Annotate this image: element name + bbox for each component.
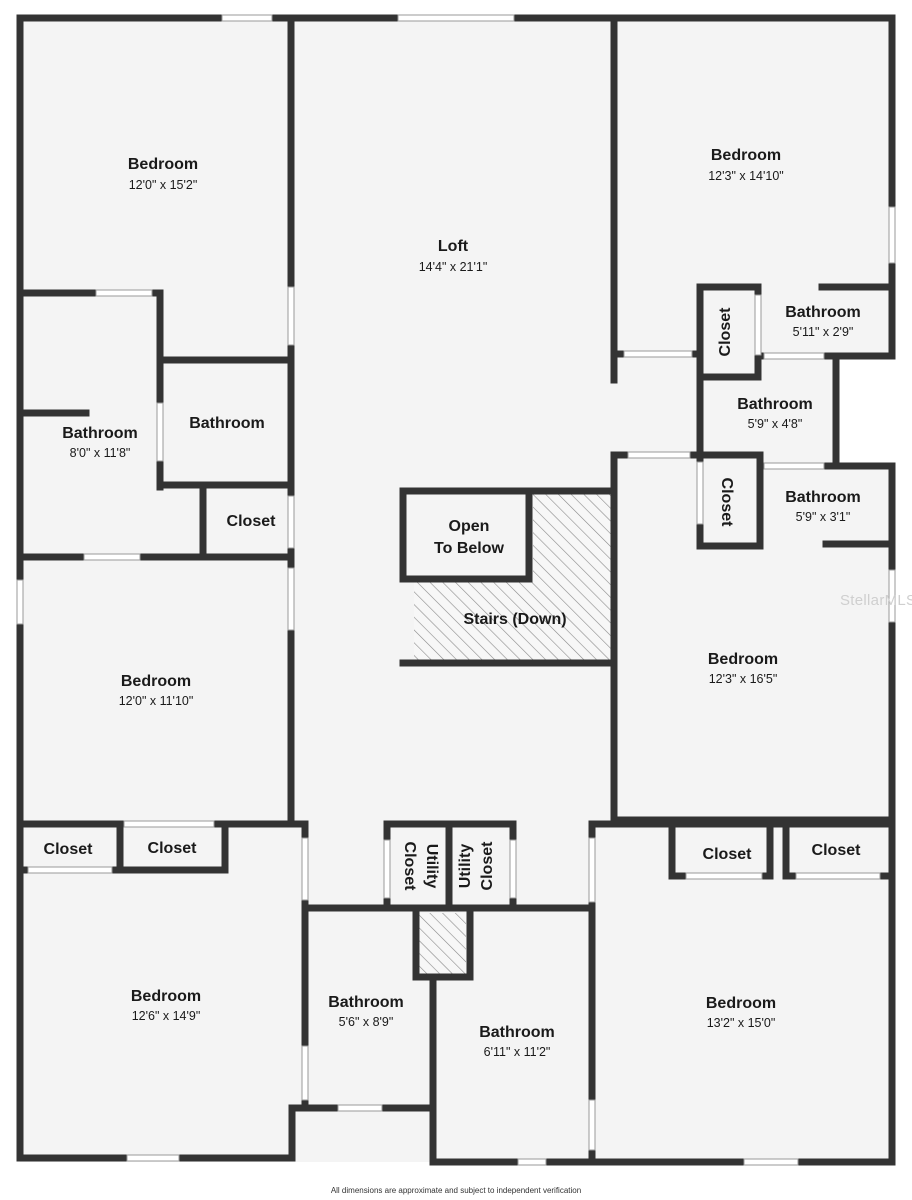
- room-dimensions: 14'4" x 21'1": [419, 260, 488, 274]
- window: [743, 1158, 799, 1166]
- door-gap: [27, 866, 113, 874]
- room-name: Closet: [401, 842, 418, 892]
- room-name: Utility: [423, 844, 440, 889]
- door-gap: [287, 495, 295, 549]
- door-gap: [588, 1099, 596, 1151]
- door-gap: [696, 461, 704, 525]
- room-name: Loft: [438, 238, 469, 255]
- door-gap: [83, 553, 141, 561]
- room-name: Bedroom: [121, 673, 191, 690]
- room-dimensions: 12'3" x 14'10": [708, 169, 784, 183]
- room-dimensions: 12'0" x 11'10": [119, 694, 194, 708]
- door-gap: [509, 839, 517, 899]
- room-name: Bedroom: [708, 651, 778, 668]
- window: [126, 1154, 180, 1162]
- door-gap: [763, 352, 825, 360]
- room-labels: Bedroom 12'0" x 15'2" Loft 14'4" x 21'1"…: [44, 147, 862, 1059]
- room-name: Bathroom: [189, 415, 265, 432]
- room-name: Bathroom: [785, 304, 861, 321]
- door-gap: [123, 820, 215, 828]
- room-dimensions: 6'11" x 11'2": [484, 1045, 551, 1059]
- door-gap: [156, 402, 164, 462]
- door-gap: [301, 1045, 309, 1101]
- room-name: Bathroom: [479, 1024, 555, 1041]
- window: [337, 1104, 383, 1112]
- room-name: Stairs (Down): [463, 611, 566, 628]
- room-name: Closet: [148, 840, 198, 857]
- door-gap: [95, 289, 153, 297]
- room-name: Closet: [44, 841, 94, 858]
- door-gap: [627, 451, 691, 459]
- window: [888, 569, 896, 623]
- window: [888, 206, 896, 264]
- room-name: Bedroom: [128, 156, 198, 173]
- door-gap: [754, 294, 762, 356]
- room-name: Closet: [479, 841, 496, 891]
- door-gap: [287, 567, 295, 631]
- room-dimensions: 12'0" x 15'2": [129, 178, 198, 192]
- window: [221, 14, 273, 22]
- watermark: StellarMLS: [840, 592, 912, 609]
- window: [16, 579, 24, 625]
- room-name: Closet: [703, 846, 753, 863]
- footer-disclaimer: All dimensions are approximate and subje…: [330, 1186, 582, 1195]
- room-dimensions: 12'3" x 16'5": [709, 672, 778, 686]
- door-gap: [588, 837, 596, 903]
- door-gap: [623, 350, 693, 358]
- shaft-hatch: [419, 913, 466, 975]
- door-gap: [763, 462, 825, 470]
- room-name: Closet: [812, 842, 862, 859]
- room-name: To Below: [434, 540, 504, 557]
- room-name: Bathroom: [62, 425, 138, 442]
- door-gap: [287, 286, 295, 346]
- room-dimensions: 13'2" x 15'0": [707, 1016, 776, 1030]
- room-name: Bathroom: [737, 396, 813, 413]
- room-name: Closet: [718, 478, 735, 528]
- room-dimensions: 12'6" x 14'9": [132, 1009, 201, 1023]
- room-dimensions: 5'11" x 2'9": [793, 325, 854, 339]
- room-name: Open: [449, 518, 490, 535]
- room-dimensions: 8'0" x 11'8": [70, 446, 131, 460]
- windows: [16, 14, 896, 1166]
- room-name: Bathroom: [328, 994, 404, 1011]
- window: [517, 1158, 547, 1166]
- room-dimensions: 5'9" x 3'1": [796, 510, 851, 524]
- door-gap: [685, 872, 763, 880]
- room-name: Closet: [717, 307, 734, 357]
- room-name: Utility: [457, 844, 474, 889]
- room-name: Bedroom: [131, 988, 201, 1005]
- door-gap: [301, 837, 309, 901]
- room-name: Bedroom: [706, 995, 776, 1012]
- room-dimensions: 5'9" x 4'8": [748, 417, 803, 431]
- stairs-hatch: [414, 491, 611, 663]
- window: [397, 14, 515, 22]
- door-gap: [795, 872, 881, 880]
- room-dimensions: 5'6" x 8'9": [339, 1015, 394, 1029]
- door-gap: [383, 839, 391, 899]
- room-name: Bedroom: [711, 147, 781, 164]
- room-name: Bathroom: [785, 489, 861, 506]
- room-name: Closet: [227, 513, 277, 530]
